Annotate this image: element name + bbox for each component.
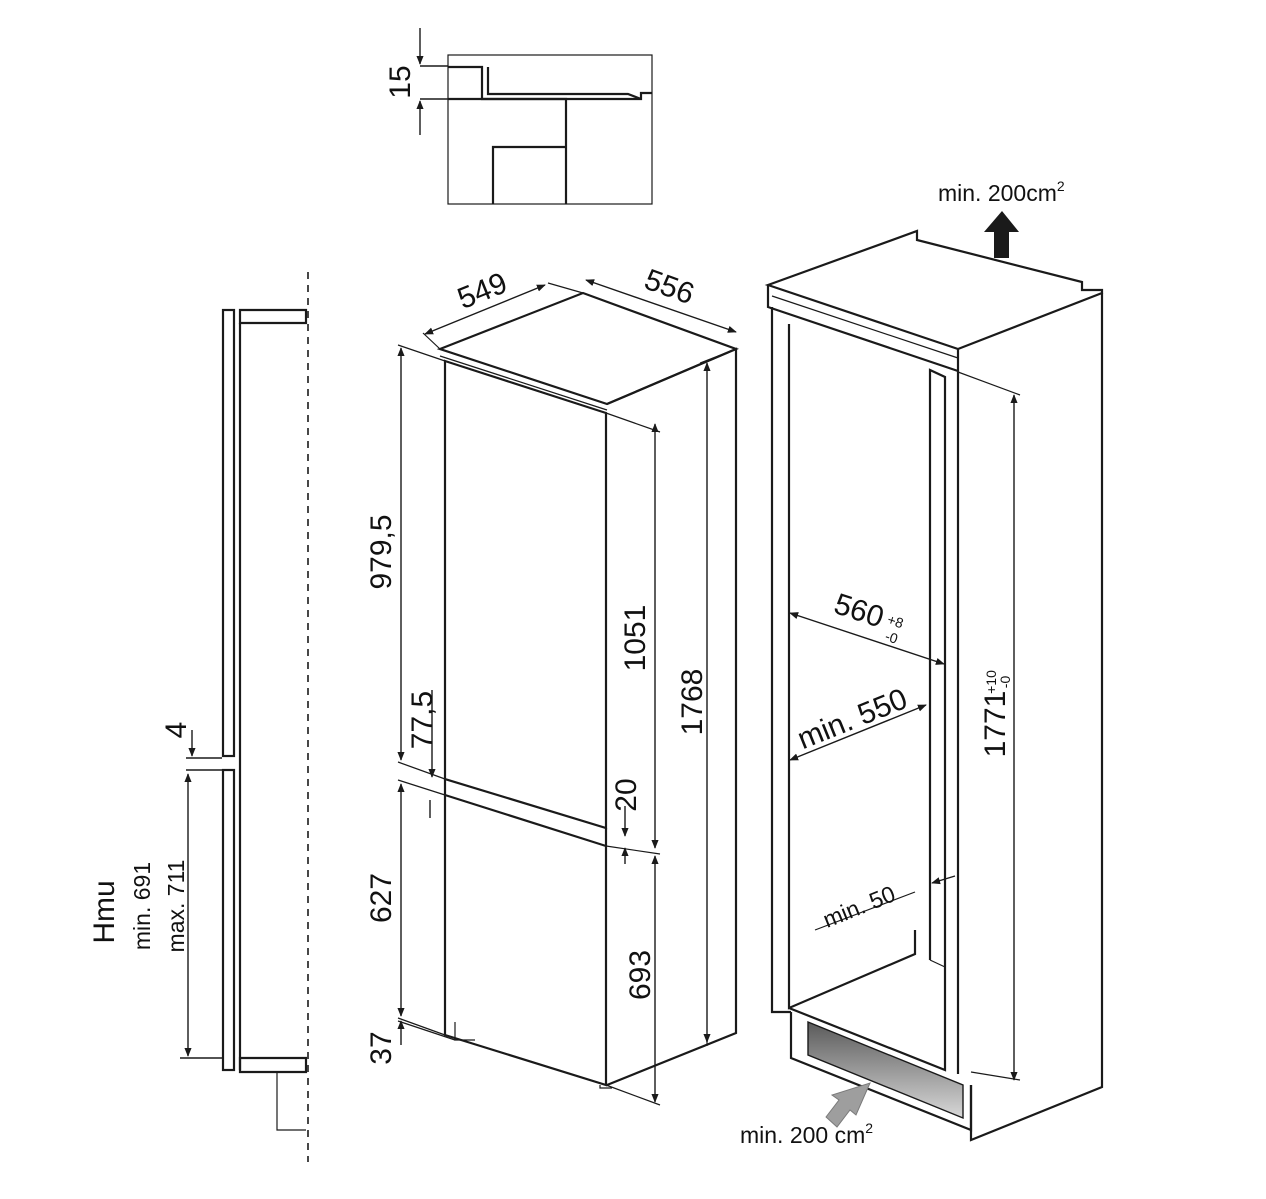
vent-bottom-label: min. 200 cm2 (740, 1120, 873, 1148)
vent-top-label: min. 200cm2 (938, 178, 1065, 206)
dim-549: 549 (453, 267, 512, 316)
dim-min-550: min. 550 (793, 682, 912, 756)
vent-top-value: min. 200 (938, 180, 1026, 206)
dim-560-tol-minus: -0 (883, 628, 900, 647)
vent-bottom-exp: 2 (865, 1120, 873, 1136)
worktop-detail: 15 (384, 28, 653, 205)
svg-text:min. 200cm2: min. 200cm2 (938, 178, 1065, 206)
niche-view: 560 +8 -0 min. 550 min. 50 1771 +10 -0 (764, 211, 1104, 1142)
dim-1771-tol-plus: +10 (983, 670, 999, 694)
dim-1771: 1771 (979, 691, 1012, 758)
dim-556: 556 (640, 263, 698, 311)
appliance-view: 549 556 979,5 77,5 627 37 1051 20 693 17… (365, 263, 739, 1106)
dim-979-5: 979,5 (365, 514, 398, 589)
hmu-label: Hmu (88, 880, 121, 943)
vent-in-arrow (825, 1082, 871, 1128)
dim-560-tol-plus: +8 (885, 611, 905, 631)
vent-bottom-unit: cm (835, 1122, 866, 1148)
dim-627: 627 (365, 873, 398, 923)
vent-top-exp: 2 (1057, 178, 1065, 194)
dim-4: 4 (160, 722, 193, 739)
dim-77-5: 77,5 (406, 691, 439, 749)
vent-bottom-value: min. 200 (740, 1122, 835, 1148)
hmu-min: min. 691 (129, 862, 155, 950)
dim-37: 37 (365, 1031, 398, 1064)
dim-1771-tol-minus: -0 (997, 676, 1013, 689)
dim-1051: 1051 (619, 605, 652, 672)
vent-top-unit: cm (1026, 180, 1057, 206)
hmu-max: max. 711 (163, 860, 189, 953)
svg-text:min. 200 cm2: min. 200 cm2 (740, 1120, 873, 1148)
door-side-view: 4 Hmu min. 691 max. 711 (88, 272, 309, 1162)
dim-693: 693 (624, 950, 657, 1000)
dim-15: 15 (384, 65, 417, 98)
dim-560: 560 (830, 588, 888, 635)
dim-1768: 1768 (676, 669, 709, 736)
vent-out-arrow (984, 211, 1019, 258)
dim-20: 20 (610, 778, 643, 811)
dim-min-50: min. 50 (819, 880, 899, 932)
